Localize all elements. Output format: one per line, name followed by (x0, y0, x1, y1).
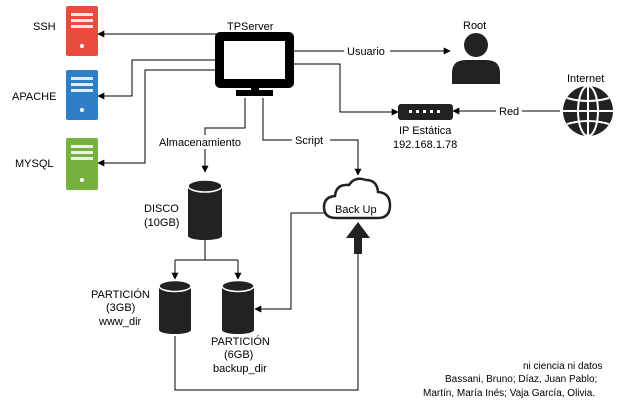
part1-dir: www_dir (98, 316, 142, 328)
edge-cloud-part2 (254, 212, 330, 313)
edge-part1-backup (174, 254, 359, 391)
part2-title: PARTICIÓN (211, 335, 270, 348)
edges (97, 30, 560, 391)
edge-label-almacenamiento: Almacenamiento (159, 137, 241, 149)
part2-size: (6GB) (224, 349, 253, 361)
edge-label-usuario: Usuario (347, 46, 385, 58)
credits-line2: Bassani, Bruno; Díaz, Juan Pablo; (445, 374, 597, 385)
globe-icon (563, 85, 613, 137)
disco-label: DISCO (144, 203, 179, 215)
user-icon (452, 33, 500, 84)
switch-icon (398, 104, 453, 120)
partition1-disk-icon (158, 279, 192, 334)
cloud-icon (322, 177, 392, 220)
mysql-label: MYSQL (15, 158, 54, 170)
root-label: Root (463, 20, 486, 32)
edge-label-red: Red (499, 106, 519, 118)
up-arrow-icon (346, 222, 370, 254)
apache-label: APACHE (12, 91, 56, 103)
edge-label-script: Script (295, 135, 323, 147)
credits-line1: ni ciencia ni datos (523, 361, 603, 372)
mysql-server-icon (66, 138, 98, 190)
ip-label: IP Estática (399, 125, 452, 137)
backup-label: Back Up (335, 204, 377, 216)
edge-disco-split (175, 240, 238, 261)
part1-size: (3GB) (106, 302, 135, 314)
disco-size: (10GB) (144, 217, 179, 229)
disk-icon (187, 179, 223, 240)
ssh-server-icon (66, 6, 98, 56)
ip-value: 192.168.1.78 (393, 139, 457, 151)
server-monitor-icon (215, 32, 294, 96)
edge-labels: Usuario Red Almacenamiento Script (157, 44, 522, 149)
credits-line3: Martín, María Inés; Vaja García, Olivia. (423, 388, 595, 399)
edge-server-disco (201, 98, 246, 173)
edge-server-mysql (97, 69, 218, 167)
internet-label: Internet (567, 73, 604, 85)
part2-dir: backup_dir (213, 363, 267, 375)
apache-server-icon (66, 70, 98, 120)
edge-server-apache (97, 59, 218, 100)
ssh-label: SSH (33, 21, 56, 33)
server-label: TPServer (227, 21, 274, 33)
edge-server-switch (291, 63, 399, 116)
part1-title: PARTICIÓN (91, 288, 150, 301)
partition2-disk-icon (221, 279, 255, 334)
